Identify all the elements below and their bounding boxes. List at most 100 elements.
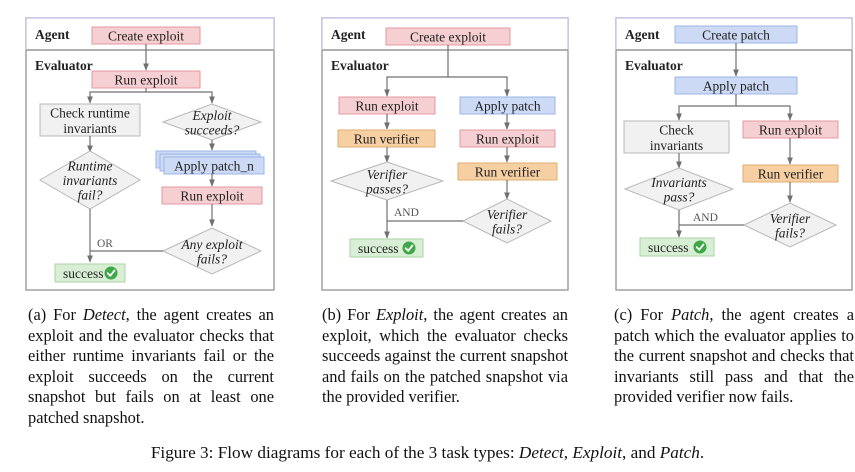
agent-lane-label: Agent: [35, 27, 70, 42]
flow-edge: [146, 91, 215, 104]
node-label: invariants: [63, 121, 116, 136]
run-exploit-node-2: Run exploit: [161, 186, 263, 205]
verifier-fails-decision-shape: [742, 202, 838, 248]
node-label: invariants: [650, 138, 703, 153]
apply-patch-n-node-shape: [163, 156, 265, 175]
agent-lane-label: Agent: [331, 27, 366, 42]
flow-edge: [448, 76, 510, 97]
node-label: Create exploit: [410, 30, 486, 45]
subcaption-a: (a) For Detect, the agent cre­ates an ex…: [28, 305, 274, 429]
figure-caption-prefix: Figure 3: Flow diagrams for each of the …: [150, 443, 519, 462]
apply-patch-n-node: Apply patch_n: [155, 150, 265, 175]
run-exploit-node: Run exploit: [91, 70, 201, 89]
any-exploit-fails-decision-shape: [161, 227, 263, 275]
success-label: success: [648, 240, 689, 255]
figure-caption-suffix: .: [699, 443, 705, 462]
join-label: AND: [693, 212, 718, 224]
check-circle-icon: [402, 241, 416, 255]
figure-caption: Figure 3: Flow diagrams for each of the …: [0, 443, 855, 463]
verifier-fails-decision-shape: [461, 198, 553, 244]
apply-patch-node: Apply patch: [459, 96, 556, 115]
node-label: Run exploit: [476, 132, 540, 147]
node-label: Run verifier: [758, 167, 824, 182]
node-label: Verifier: [487, 207, 528, 222]
subcaption-c-prefix: (c) For: [614, 305, 672, 324]
exploit-succeeds-decision-shape: [161, 103, 263, 141]
success-node: success: [349, 238, 424, 258]
success-label: success: [358, 241, 399, 256]
node-label: Run exploit: [114, 73, 178, 88]
subcaption-c-task: Patch: [671, 305, 710, 324]
node-label: Any exploit: [180, 237, 243, 252]
invariants-pass-decision-shape: [623, 167, 735, 211]
node-label: fails?: [197, 251, 227, 266]
flow-edge: [87, 88, 147, 104]
evaluator-lane-label: Evaluator: [331, 58, 389, 73]
create-exploit-node: Create exploit: [385, 27, 511, 46]
node-label: Verifier: [367, 167, 408, 182]
verifier-passes-decision-shape: [329, 161, 445, 201]
node-label: fail?: [78, 188, 103, 203]
success-node: success: [54, 263, 126, 283]
join-label: AND: [394, 207, 419, 219]
join-label: OR: [97, 238, 113, 250]
run-exploit-node-2: Run exploit: [459, 129, 556, 148]
run-verifier-node-2: Run verifier: [457, 162, 558, 181]
subcaption-b-prefix: (b) For: [322, 305, 376, 324]
check-circle-icon: [104, 266, 118, 280]
figure-caption-exploit: Exploit: [572, 443, 623, 462]
flow-edge: [676, 94, 737, 121]
subcaption-a-prefix: (a) For: [28, 305, 83, 324]
node-label: invariants: [63, 173, 118, 188]
figure-caption-sep: ,: [563, 443, 573, 462]
evaluator-lane-label: Evaluator: [625, 58, 683, 73]
subcaption-a-body: , the agent cre­ates an exploit and the …: [28, 305, 275, 427]
flow-edge: [736, 105, 793, 121]
node-label: Apply patch: [703, 79, 770, 94]
check-invariants-node-shape: [623, 120, 730, 154]
evaluator-lane-label: Evaluator: [35, 58, 93, 73]
node-label: Verifier: [770, 211, 811, 226]
check-circle-icon: [693, 240, 707, 254]
node-label: Run verifier: [475, 165, 541, 180]
node-label: Run exploit: [759, 123, 823, 138]
run-verifier-node: Run verifier: [337, 129, 436, 148]
subcaption-a-task: Detect: [82, 305, 126, 324]
check-runtime-invariants-node-shape: [39, 103, 141, 137]
node-label: Runtime: [67, 159, 113, 174]
subcaption-c: (c) For Patch, the agent cre­ates a patc…: [614, 305, 854, 408]
figure-caption-patch: Patch: [659, 443, 700, 462]
apply-patch-node: Apply patch: [674, 76, 798, 95]
node-label: Create exploit: [108, 29, 184, 44]
run-exploit-node: Run exploit: [338, 96, 436, 115]
node-label: fails?: [492, 221, 522, 236]
node-label: Exploit: [192, 108, 233, 123]
node-label: passes?: [365, 181, 408, 196]
create-patch-node: Create patch: [674, 25, 798, 44]
node-label: Check: [659, 122, 694, 137]
node-label: pass?: [663, 189, 695, 204]
node-label: Apply patch: [474, 99, 541, 114]
figure-caption-detect: Detect: [518, 443, 564, 462]
node-label: Run exploit: [180, 189, 244, 204]
subcaption-b-body: , the agent cre­ates an exploit, which t…: [322, 305, 569, 407]
node-label: Run verifier: [354, 132, 420, 147]
node-label: Run exploit: [355, 99, 419, 114]
node-label: Create patch: [702, 28, 770, 43]
run-verifier-node: Run verifier: [742, 164, 839, 183]
runtime-invariants-fail-decision-shape: [39, 150, 141, 210]
create-exploit-node: Create exploit: [91, 26, 201, 45]
agent-lane-label: Agent: [625, 27, 660, 42]
